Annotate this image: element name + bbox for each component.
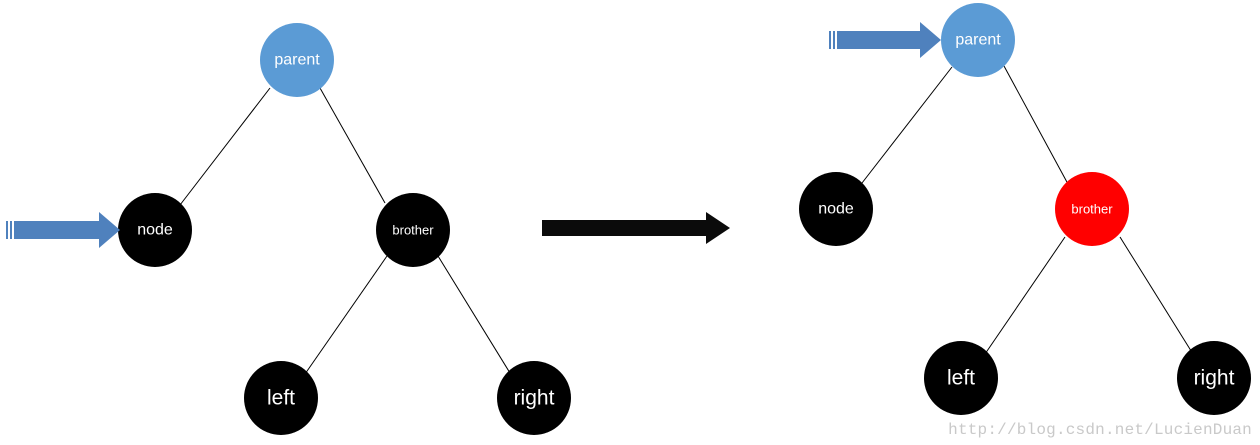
after-right-label: right — [1194, 367, 1235, 390]
after-node-label: node — [818, 201, 854, 218]
before-edge-parent-node — [179, 87, 271, 206]
after-edge-brother-right — [1119, 236, 1194, 355]
before-left-circle — [244, 361, 318, 435]
before-parent-circle — [260, 23, 334, 97]
after-node-brother: brother — [1055, 172, 1129, 246]
before-pointer-arrow — [6, 212, 120, 248]
before-parent-label: parent — [274, 52, 320, 69]
after-brother-circle — [1055, 172, 1129, 246]
before-node-node: node — [118, 193, 192, 267]
before-node-left: left — [244, 361, 318, 435]
before-left-label: left — [267, 387, 295, 410]
after-node-right: right — [1177, 341, 1251, 415]
after-tree: parent node brother left right — [799, 3, 1251, 415]
before-node-circle — [118, 193, 192, 267]
after-node-node: node — [799, 172, 873, 246]
before-node-right: right — [497, 361, 571, 435]
after-node-left: left — [924, 341, 998, 415]
after-edge-parent-brother — [1003, 65, 1069, 185]
after-node-circle — [799, 172, 873, 246]
after-parent-circle — [941, 3, 1015, 77]
transition-arrow — [542, 212, 730, 244]
before-right-label: right — [514, 387, 555, 410]
before-brother-label: brother — [392, 223, 434, 238]
after-right-circle — [1177, 341, 1251, 415]
before-edge-brother-left — [304, 255, 388, 375]
before-right-circle — [497, 361, 571, 435]
after-left-circle — [924, 341, 998, 415]
after-parent-label: parent — [955, 32, 1001, 49]
before-node-brother: brother — [376, 193, 450, 267]
after-pointer-arrow — [829, 22, 941, 58]
after-edge-parent-node — [861, 66, 953, 184]
before-node-parent: parent — [260, 23, 334, 97]
after-brother-label: brother — [1071, 202, 1113, 217]
before-edge-brother-right — [437, 255, 511, 374]
after-edge-brother-left — [984, 236, 1066, 355]
after-left-label: left — [947, 367, 975, 390]
before-edge-parent-brother — [319, 87, 386, 204]
before-node-label: node — [137, 222, 173, 239]
before-brother-circle — [376, 193, 450, 267]
watermark-text: http://blog.csdn.net/LucienDuan — [948, 421, 1252, 439]
before-tree: parent node brother left right — [6, 23, 571, 435]
after-node-parent: parent — [941, 3, 1015, 77]
